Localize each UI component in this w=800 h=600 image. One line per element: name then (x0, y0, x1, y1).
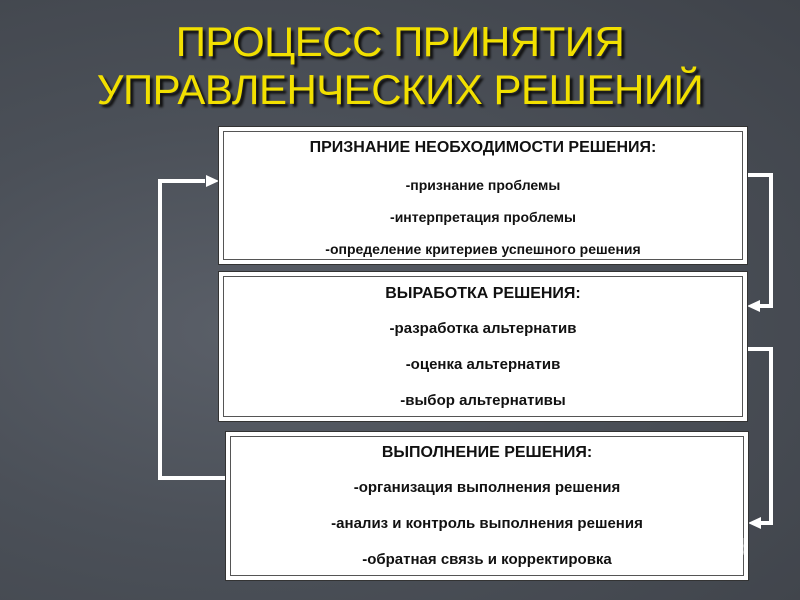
stage-heading: ПРИЗНАНИЕ НЕОБХОДИМОСТИ РЕШЕНИЯ: (309, 139, 657, 156)
stage-box-recognition: ПРИЗНАНИЕ НЕОБХОДИМОСТИ РЕШЕНИЯ: -призна… (219, 127, 747, 264)
stage-item: -интерпретация проблемы (390, 209, 576, 225)
stage-item: -разработка альтернатив (389, 320, 577, 337)
stage-heading: ВЫРАБОТКА РЕШЕНИЯ: (385, 285, 581, 302)
stage-box-inner-border (223, 131, 743, 260)
stage-item: -анализ и контроль выполнения решения (331, 515, 643, 532)
watermark-logo: MyShared (612, 536, 747, 561)
arrow-stage1-to-stage2 (747, 173, 773, 312)
slide-title: ПРОЦЕСС ПРИНЯТИЯ УПРАВЛЕНЧЕСКИХ РЕШЕНИЙ (0, 18, 800, 114)
presentation-icon (612, 536, 634, 558)
stage-box-development: ВЫРАБОТКА РЕШЕНИЯ: -разработка альтернат… (219, 272, 747, 421)
stage-box-inner-border (230, 436, 744, 576)
watermark-text: MyShared (638, 536, 748, 561)
stage-item: -определение критериев успешного решения (325, 241, 641, 257)
stage-heading: ВЫПОЛНЕНИЕ РЕШЕНИЯ: (381, 444, 593, 461)
arrow-stage2-to-stage3 (748, 347, 773, 529)
stage-item: -оценка альтернатив (405, 356, 561, 373)
slide-title-line-2: УПРАВЛЕНЧЕСКИХ РЕШЕНИЙ (96, 66, 704, 113)
stage-item: -признание проблемы (405, 177, 561, 193)
stage-item: -организация выполнения решения (353, 479, 621, 496)
stage-box-execution: ВЫПОЛНЕНИЕ РЕШЕНИЯ: -организация выполне… (226, 432, 748, 580)
stage-item: -выбор альтернативы (400, 392, 566, 409)
arrow-feedback-stage3-to-stage1 (158, 175, 226, 480)
stage-item: -обратная связь и корректировка (362, 551, 612, 568)
slide-title-line-1: ПРОЦЕСС ПРИНЯТИЯ (175, 18, 625, 65)
stage-box-inner-border (223, 276, 743, 417)
